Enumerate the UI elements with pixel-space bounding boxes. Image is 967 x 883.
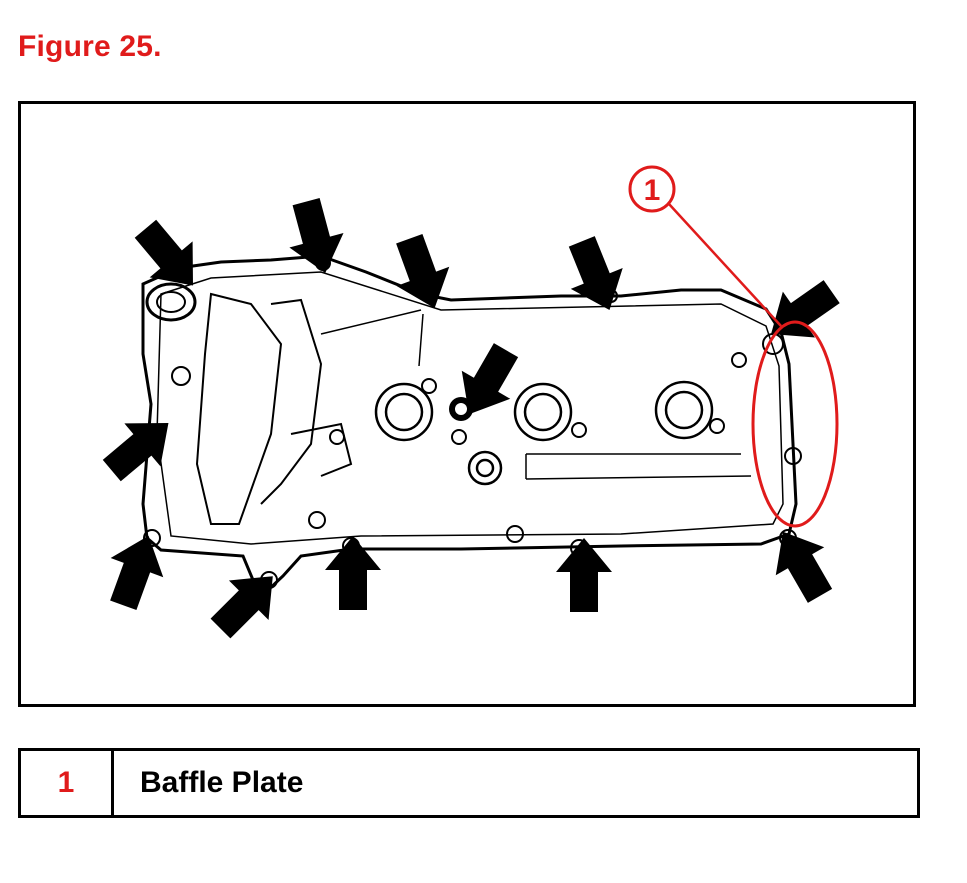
baffle-plate-callout: 1 [628,165,839,528]
valve-cover-outline [141,254,798,595]
legend-item-number: 1 [21,751,114,815]
figure-title: Figure 25. [18,30,162,63]
callout-number: 1 [644,174,661,207]
bolt-arrows [93,194,848,649]
legend-table: 1 Baffle Plate [18,748,920,818]
valve-cover-diagram: 1 [93,165,848,649]
diagram-frame: 1 [18,101,916,707]
legend-item-label: Baffle Plate [140,766,304,799]
